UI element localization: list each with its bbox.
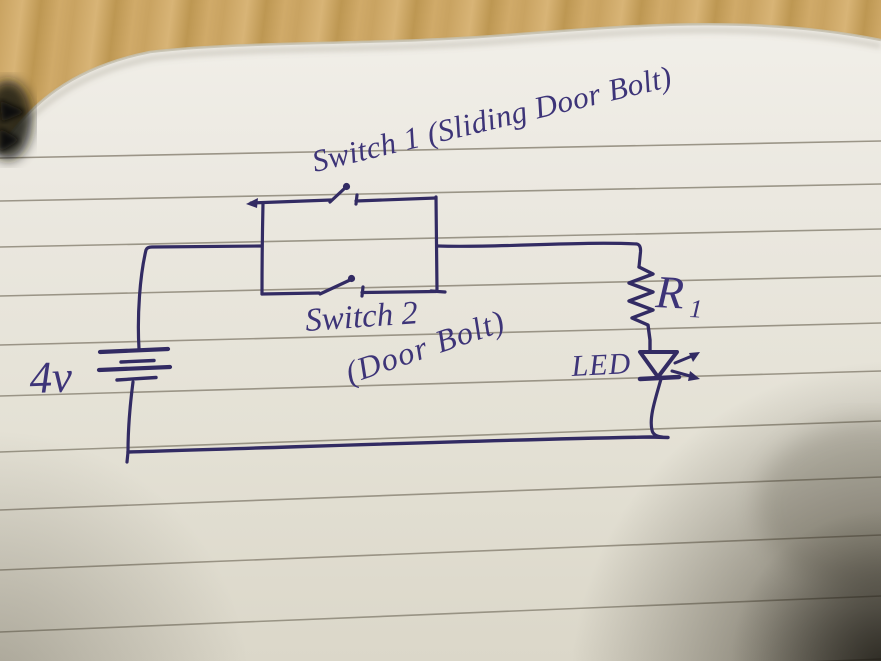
spiral-binding	[0, 80, 32, 160]
spiral-binding-mark	[0, 128, 20, 152]
spiral-binding-mark	[0, 100, 26, 122]
